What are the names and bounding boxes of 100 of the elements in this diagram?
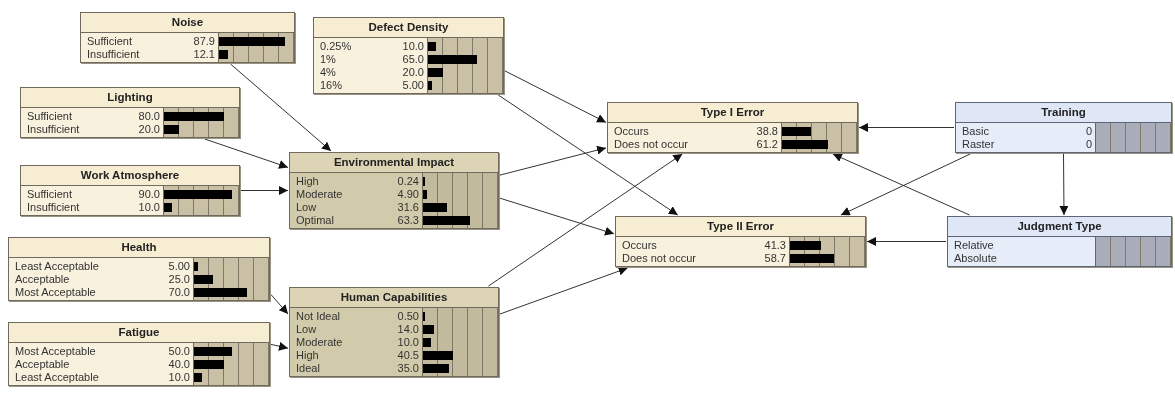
state-probability: 0.50: [397, 310, 419, 323]
state-name: Absolute: [954, 252, 998, 265]
state-probability: 25.0: [168, 273, 190, 286]
state-probability: 5.00: [168, 260, 190, 273]
state-name: Occurs: [614, 125, 650, 138]
arrow: [240, 186, 289, 195]
arrow: [488, 153, 683, 287]
state-probability: 0.24: [397, 175, 419, 188]
node-title: Work Atmosphere: [21, 166, 239, 186]
state-name: 16%: [320, 79, 344, 92]
state-name: Occurs: [622, 239, 658, 252]
probability-node: [607, 102, 858, 153]
state-probability: 35.0: [397, 362, 419, 375]
node-title: Judgment Type: [948, 217, 1171, 237]
state-name: Low: [296, 323, 318, 336]
arrow: [230, 63, 332, 152]
state-name: Most Acceptable: [15, 286, 97, 299]
node-title: Defect Density: [314, 18, 503, 38]
probability-node: [80, 12, 295, 63]
state-probability: 20.0: [138, 123, 160, 136]
arrow: [504, 70, 607, 123]
state-name: Basic: [962, 125, 990, 138]
state-probability: 10.0: [402, 40, 424, 53]
probability-node: [289, 152, 499, 229]
probability-node: [289, 287, 499, 377]
state-probability: 58.7: [764, 252, 786, 265]
node-title: Human Capabilities: [290, 288, 498, 308]
arrow: [270, 341, 289, 351]
state-name: High: [296, 175, 320, 188]
probability-node: [8, 322, 270, 386]
state-probability: 80.0: [138, 110, 160, 123]
probability-node: [947, 216, 1172, 267]
arrow: [497, 94, 679, 216]
state-probability: 4.90: [397, 188, 419, 201]
state-name: 4%: [320, 66, 337, 79]
state-name: Ideal: [296, 362, 321, 375]
state-probability: 0: [1085, 125, 1092, 138]
arrow: [499, 145, 607, 176]
probability-node: [20, 87, 240, 138]
state-probability: 90.0: [138, 188, 160, 201]
state-probability: 50.0: [168, 345, 190, 358]
state-name: Not Ideal: [296, 310, 342, 323]
node-title: Type I Error: [608, 103, 857, 123]
state-name: Insufficient: [27, 201, 81, 214]
state-name: Relative: [954, 239, 995, 252]
state-probability: 14.0: [397, 323, 419, 336]
state-name: High: [296, 349, 320, 362]
state-name: Acceptable: [15, 358, 71, 371]
probability-node: [8, 237, 270, 301]
arrow: [499, 197, 615, 236]
arrow: [499, 266, 629, 315]
probability-node: [615, 216, 866, 267]
state-probability: 65.0: [402, 53, 424, 66]
state-name: Insufficient: [87, 48, 141, 61]
node-title: Training: [956, 103, 1171, 123]
state-probability: 10.0: [397, 336, 419, 349]
state-name: Moderate: [296, 188, 344, 201]
state-probability: 40.5: [397, 349, 419, 362]
state-probability: 41.3: [764, 239, 786, 252]
state-name: Acceptable: [15, 273, 71, 286]
state-name: Does not occur: [614, 138, 689, 151]
state-probability: 40.0: [168, 358, 190, 371]
state-name: Sufficient: [27, 110, 74, 123]
state-probability: 70.0: [168, 286, 190, 299]
state-probability: 5.00: [402, 79, 424, 92]
state-name: Least Acceptable: [15, 371, 100, 384]
state-probability: 10.0: [138, 201, 160, 214]
arrow: [204, 138, 289, 169]
state-name: 0.25%: [320, 40, 353, 53]
state-probability: 0: [1085, 138, 1092, 151]
state-name: Raster: [962, 138, 996, 151]
state-name: Low: [296, 201, 318, 214]
node-title: Fatigue: [9, 323, 269, 343]
node-title: Noise: [81, 13, 294, 33]
node-title: Lighting: [21, 88, 239, 108]
state-probability: 63.3: [397, 214, 419, 227]
node-title: Health: [9, 238, 269, 258]
state-probability: 31.6: [397, 201, 419, 214]
state-name: 1%: [320, 53, 337, 66]
node-title: Environmental Impact: [290, 153, 498, 173]
state-probability: 61.2: [756, 138, 778, 151]
state-probability: 20.0: [402, 66, 424, 79]
state-name: Most Acceptable: [15, 345, 97, 358]
probability-node: [313, 17, 504, 94]
arrow: [270, 294, 289, 315]
node-title: Type II Error: [616, 217, 865, 237]
state-name: Does not occur: [622, 252, 697, 265]
state-probability: 38.8: [756, 125, 778, 138]
probability-node: [20, 165, 240, 216]
arrow: [866, 237, 947, 246]
state-name: Insufficient: [27, 123, 81, 136]
state-probability: 10.0: [168, 371, 190, 384]
arrow: [858, 123, 955, 132]
state-name: Optimal: [296, 214, 335, 227]
state-name: Moderate: [296, 336, 344, 349]
arrow: [1059, 153, 1069, 216]
state-name: Sufficient: [87, 35, 134, 48]
state-probability: 12.1: [193, 48, 215, 61]
state-name: Least Acceptable: [15, 260, 100, 273]
probability-node: [955, 102, 1172, 153]
